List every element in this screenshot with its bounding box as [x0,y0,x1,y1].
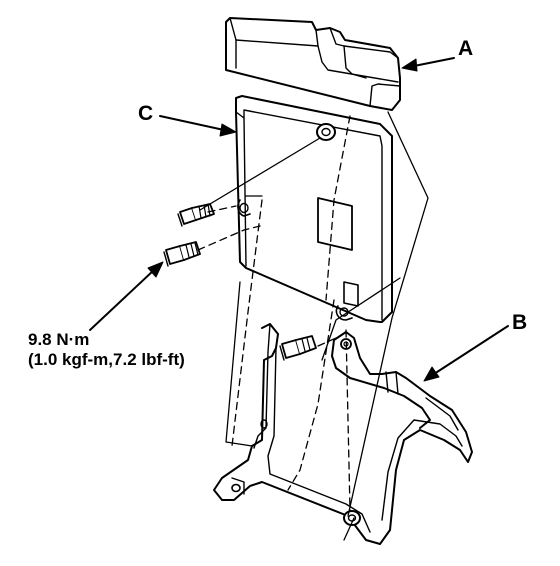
assembly-lines [197,115,351,511]
torque-value-imperial: (1.0 kgf-m,7.2 lbf-ft) [28,350,185,369]
callout-label-a: A [458,37,474,60]
arrow-to-a [401,57,455,72]
arrow-to-bolt [89,261,164,331]
bolt-upper [177,203,215,227]
torque-spec: 9.8 N·m (1.0 kgf-m,7.2 lbf-ft) [28,330,185,370]
bolt-lower [163,241,201,267]
arrow-to-b [423,325,509,382]
part-a-housing [225,17,401,111]
part-b-bracket [213,323,473,545]
bolt-bracket [279,335,317,361]
phantom-lines [199,111,429,541]
arrow-to-c [159,115,237,137]
part-c-module [235,95,393,323]
callout-label-b: B [512,311,528,334]
callout-label-c: C [138,102,154,125]
torque-value-metric: 9.8 N·m [28,330,90,349]
